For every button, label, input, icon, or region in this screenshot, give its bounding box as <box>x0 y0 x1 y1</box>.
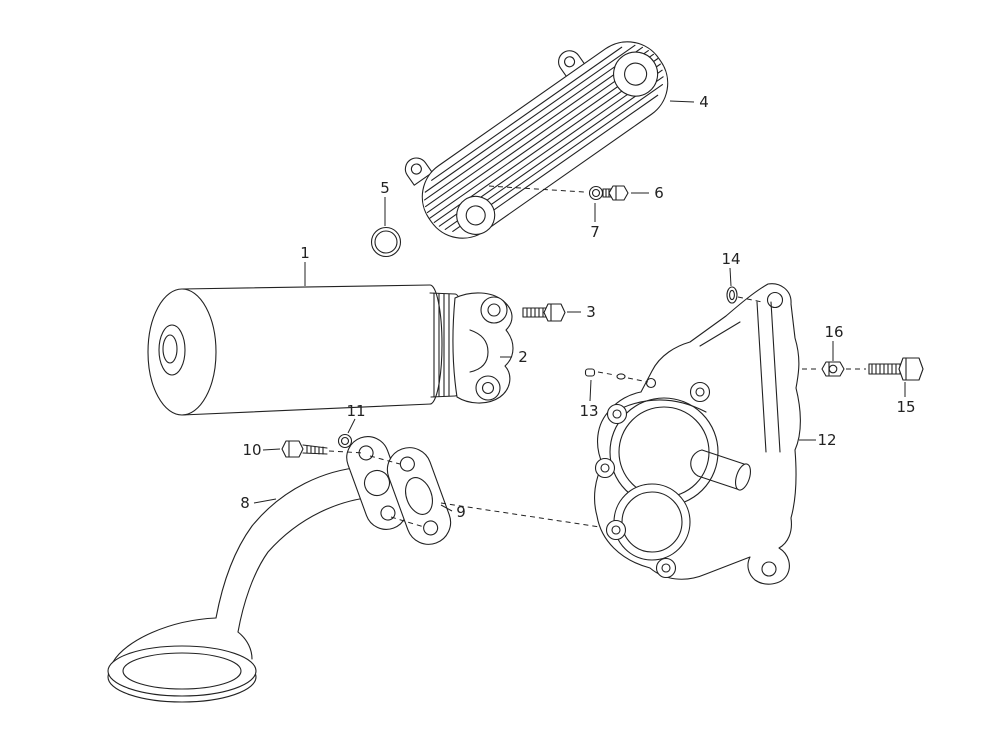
pump-plug <box>584 368 626 380</box>
flange-bolt <box>281 440 328 458</box>
pump-small-oring <box>726 286 738 304</box>
oil-filter <box>147 284 466 416</box>
callout-12: 12 <box>817 431 836 449</box>
callout-leader-lines <box>253 100 906 512</box>
suction-pipe <box>107 466 375 703</box>
cooler-plug-bolt <box>602 185 629 201</box>
callout-7: 7 <box>590 223 600 241</box>
oil-pump <box>594 283 801 585</box>
callout-3: 3 <box>586 303 596 321</box>
assembly-dashed-lines <box>328 185 866 528</box>
callout-labels: 1 2 3 4 5 6 7 8 9 10 11 12 13 14 15 16 <box>240 93 915 521</box>
callout-1: 1 <box>300 244 310 262</box>
callout-5: 5 <box>380 179 390 197</box>
flange-gasket <box>386 447 452 545</box>
filter-head <box>452 292 514 404</box>
callout-14: 14 <box>721 250 740 268</box>
filter-head-bolt <box>522 303 566 322</box>
pump-nut <box>821 361 845 377</box>
callout-9: 9 <box>456 503 466 521</box>
callout-13: 13 <box>579 402 598 420</box>
callout-4: 4 <box>699 93 709 111</box>
callout-15: 15 <box>896 398 915 416</box>
cooler-oring <box>370 226 402 258</box>
pump-stud-bolt <box>868 357 924 381</box>
callout-8: 8 <box>240 494 250 512</box>
callout-6: 6 <box>654 184 664 202</box>
callout-11: 11 <box>346 402 365 420</box>
oil-cooler <box>404 41 669 239</box>
cooler-washer <box>588 185 604 201</box>
callout-2: 2 <box>518 348 528 366</box>
callout-10: 10 <box>242 441 261 459</box>
flange-washer <box>337 433 353 449</box>
callout-16: 16 <box>824 323 843 341</box>
